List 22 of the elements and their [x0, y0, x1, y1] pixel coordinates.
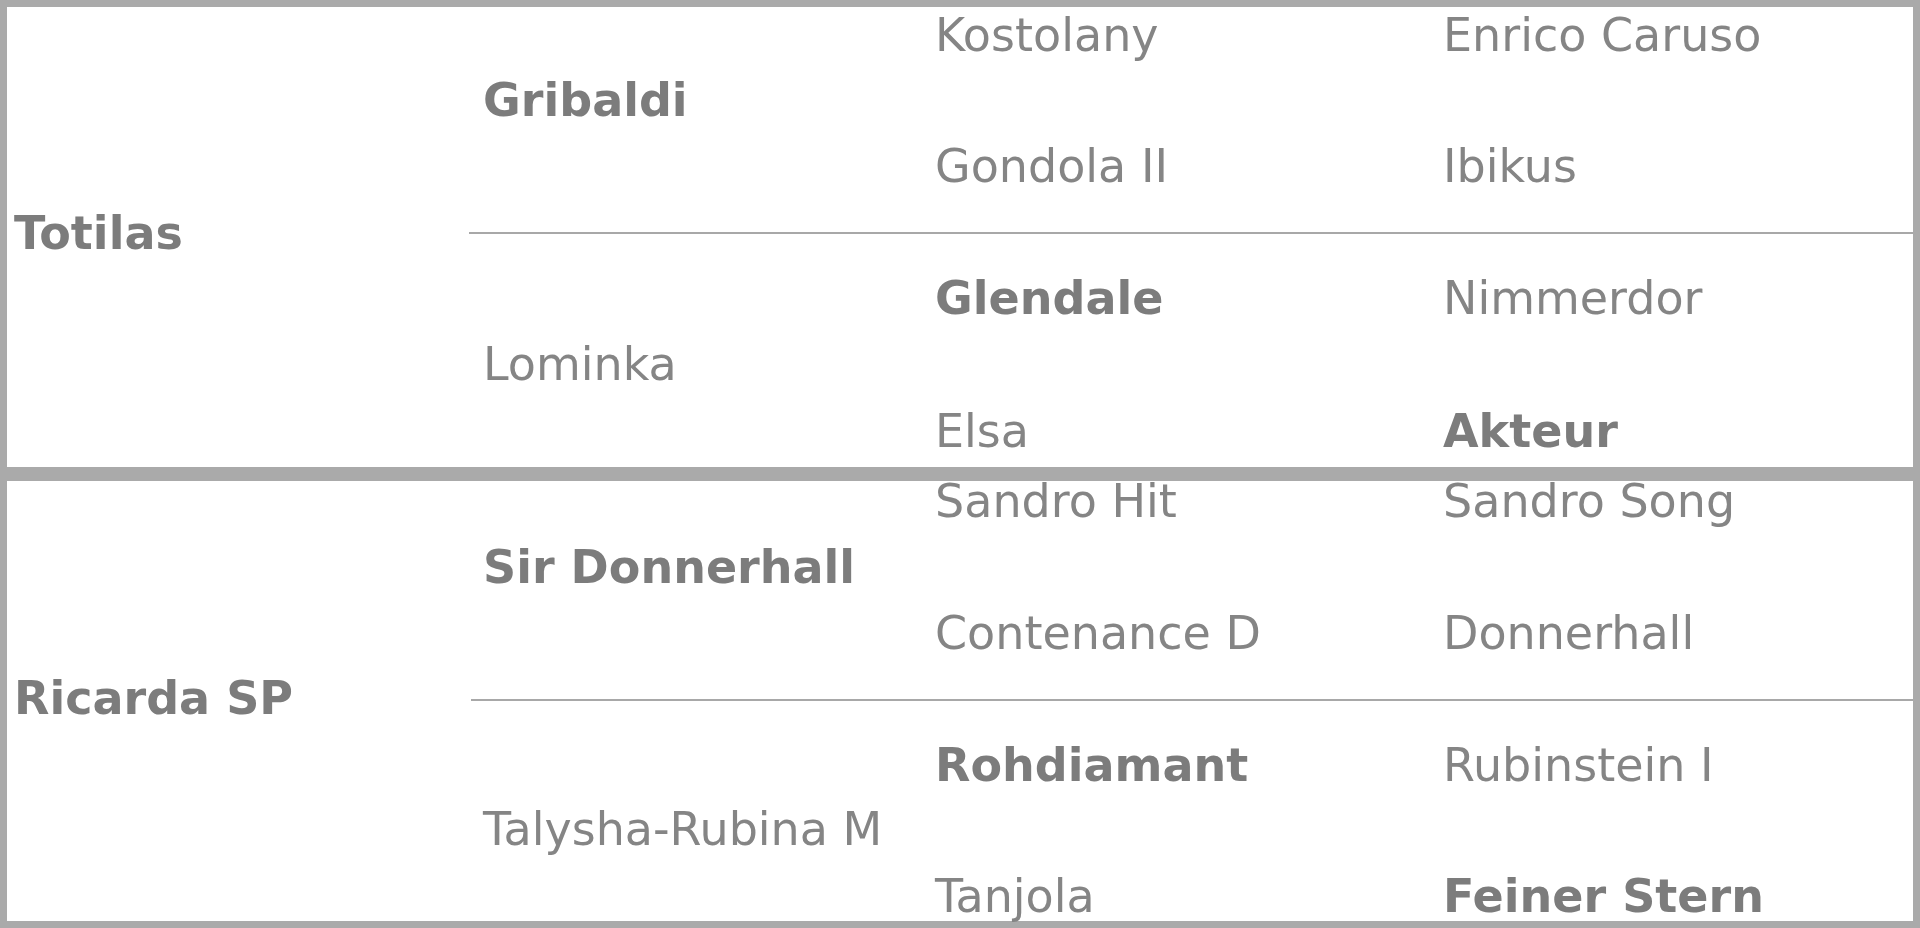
- horse-name: Lominka: [483, 338, 677, 390]
- horse-name: Nimmerdor: [1443, 272, 1703, 324]
- horse-name: Gribaldi: [483, 74, 688, 126]
- horse-name: Tanjola: [935, 870, 1095, 922]
- horse-name: Gondola II: [935, 140, 1168, 192]
- horse-name: Contenance D: [935, 607, 1261, 659]
- horse-name: Talysha-Rubina M: [483, 803, 883, 855]
- horse-name: Sir Donnerhall: [483, 541, 856, 593]
- horse-name: Ibikus: [1443, 140, 1577, 192]
- horse-name: Feiner Stern: [1443, 870, 1764, 922]
- horse-name: Kostolany: [935, 9, 1159, 61]
- horse-name: Glendale: [935, 272, 1164, 324]
- horse-name: Sandro Song: [1443, 475, 1736, 527]
- horse-name: Sandro Hit: [935, 475, 1177, 527]
- horse-name: Enrico Caruso: [1443, 9, 1762, 61]
- horse-name: Donnerhall: [1443, 607, 1695, 659]
- horse-name: Totilas: [14, 207, 183, 259]
- horse-name: Akteur: [1443, 405, 1618, 457]
- horse-name: Rohdiamant: [935, 739, 1249, 791]
- horse-name: Rubinstein I: [1443, 739, 1714, 791]
- horse-name: Ricarda SP: [14, 672, 293, 724]
- horse-name: Elsa: [935, 405, 1029, 457]
